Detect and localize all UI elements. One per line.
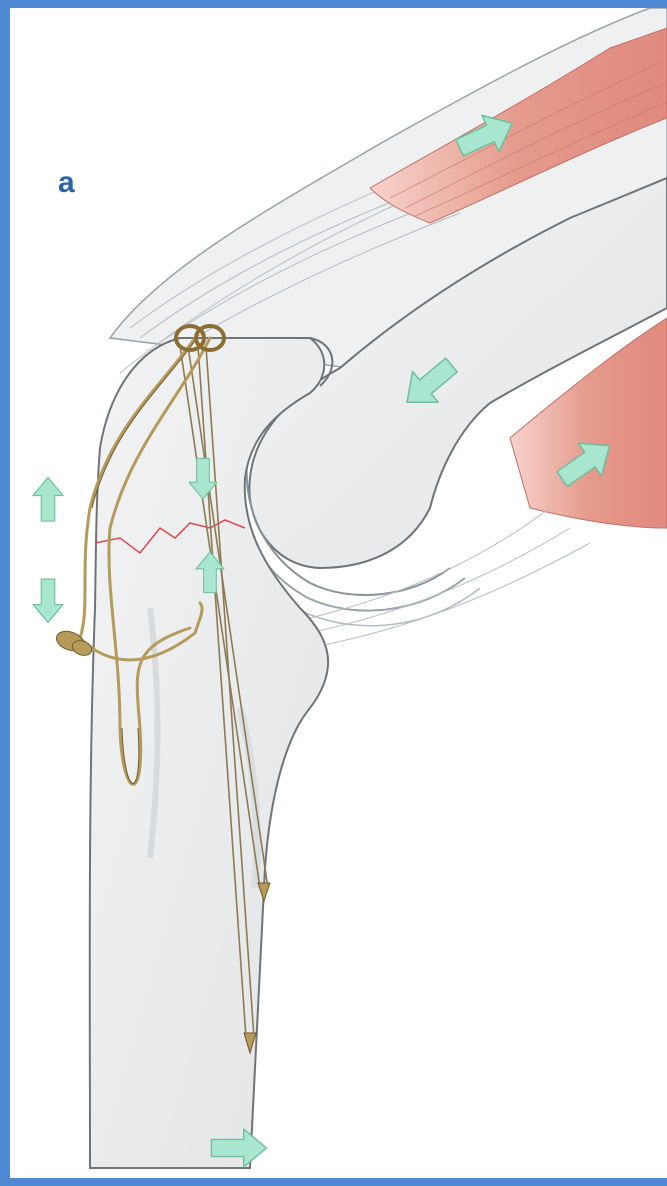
force-arrow-down-left	[33, 579, 63, 623]
figure-frame: a	[10, 8, 667, 1178]
elbow-diagram	[10, 8, 667, 1178]
force-arrow-up-left	[33, 478, 63, 522]
wire-knot-icon	[54, 628, 94, 658]
